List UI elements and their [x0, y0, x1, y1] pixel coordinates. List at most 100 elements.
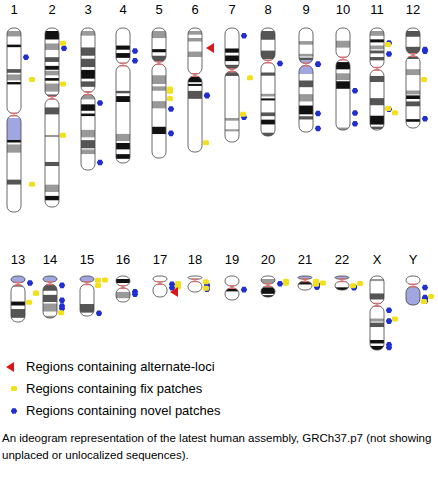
chromosome	[335, 276, 349, 291]
chromosome-number: Y	[409, 253, 418, 267]
chromosome-number: 8	[264, 3, 271, 17]
novel-patch-marker	[59, 283, 65, 289]
chromosome-number: 12	[406, 3, 420, 17]
chromosome-number: 19	[225, 253, 239, 267]
novel-patch-marker	[422, 48, 428, 54]
chromosome	[152, 28, 166, 158]
chromosome	[116, 28, 130, 163]
chromosome	[7, 28, 21, 212]
fix-patch-marker	[95, 283, 101, 288]
fix-patch-marker	[357, 281, 363, 286]
fix-patch-marker	[203, 279, 209, 284]
chromosome	[188, 28, 202, 152]
legend-text: Regions containing alternate-loci	[26, 359, 215, 374]
fix-patch-marker	[247, 75, 253, 80]
novel-patch-marker	[241, 287, 247, 293]
novel-patch-marker	[314, 282, 320, 288]
novel-patch-marker	[61, 45, 67, 51]
fix-patch-marker	[58, 310, 64, 315]
fix-patch-marker	[350, 283, 356, 288]
chromosome	[81, 28, 95, 170]
chromosome-number: 11	[370, 3, 384, 17]
fix-patch-marker	[60, 41, 66, 46]
chromosome	[261, 28, 275, 141]
fix-patch-marker	[392, 317, 398, 322]
novel-patch-marker	[204, 92, 210, 98]
chromosome	[116, 276, 130, 302]
chromosome	[225, 276, 239, 300]
alternate-loci-marker	[6, 362, 14, 372]
fix-patch-marker	[421, 299, 427, 304]
chromosome	[225, 28, 239, 142]
chromosome-number: 1	[10, 3, 17, 17]
novel-patch-marker	[315, 111, 321, 117]
novel-patch-marker	[422, 116, 428, 122]
novel-patch-marker	[169, 282, 175, 288]
fix-patch-marker	[102, 278, 108, 283]
chromosome-number: 10	[336, 3, 350, 17]
chromosome	[188, 276, 202, 292]
novel-patch-marker	[59, 297, 65, 303]
novel-patch-marker	[315, 61, 321, 67]
novel-patch-marker	[23, 54, 29, 60]
fix-patch-marker	[240, 112, 246, 117]
chromosome	[261, 276, 275, 302]
chromosome	[45, 28, 59, 207]
fix-patch-marker	[26, 300, 32, 305]
fix-patch-marker	[421, 77, 427, 82]
fix-patch-marker	[60, 82, 66, 87]
alternate-loci-marker	[206, 43, 214, 53]
novel-patch-marker	[352, 110, 358, 116]
chromosome-number: 14	[43, 253, 57, 267]
chromosome-number: 13	[11, 253, 25, 267]
fix-patch-marker	[283, 279, 289, 284]
fix-patch-marker	[392, 110, 398, 115]
novel-patch-marker	[277, 61, 283, 67]
chromosome	[336, 28, 350, 130]
novel-patch-marker	[386, 307, 392, 313]
novel-patch-marker	[277, 281, 283, 287]
fix-patch-marker	[203, 286, 209, 291]
fix-patch-marker	[313, 282, 319, 287]
chromosome	[299, 28, 313, 132]
chromosome	[370, 28, 384, 130]
novel-patch-marker	[97, 100, 103, 106]
chromosome-number: 7	[228, 3, 235, 17]
chromosome-number: 18	[188, 253, 202, 267]
novel-patch-marker	[351, 284, 357, 290]
chromosome	[43, 276, 57, 321]
chromosome-number: 3	[84, 3, 91, 17]
chromosome	[370, 276, 384, 353]
novel-patch-marker	[422, 299, 428, 305]
novel-patch-marker	[96, 310, 102, 316]
novel-patch-marker	[97, 160, 103, 166]
novel-patch-marker	[352, 88, 358, 94]
novel-patch-marker	[132, 48, 138, 54]
chromosome-number: 4	[119, 3, 126, 17]
chromosome-number: 15	[80, 253, 94, 267]
chromosome-number: 22	[335, 253, 349, 267]
novel-patch-marker	[11, 408, 17, 414]
fix-patch-marker	[60, 133, 66, 138]
fix-patch-marker	[167, 96, 173, 101]
chromosome	[298, 276, 312, 290]
legend-text: Regions containing novel patches	[26, 403, 220, 418]
chromosome	[80, 276, 94, 316]
novel-patch-marker	[132, 291, 138, 297]
chromosome	[406, 28, 420, 128]
novel-patch-marker	[386, 342, 392, 348]
fix-patch-marker	[385, 42, 391, 47]
novel-patch-marker	[386, 106, 392, 112]
novel-patch-marker	[132, 58, 138, 64]
fix-patch-marker	[167, 89, 173, 94]
fix-patch-marker	[428, 294, 434, 299]
chromosome-number: 5	[155, 3, 162, 17]
legend-text: Regions containing fix patches	[26, 381, 202, 396]
novel-patch-marker	[422, 285, 428, 291]
chromosome	[153, 276, 167, 297]
novel-patch-marker	[315, 126, 321, 132]
novel-patch-marker	[352, 121, 358, 127]
novel-patch-marker	[386, 318, 392, 324]
novel-patch-marker	[314, 282, 320, 288]
fix-patch-marker	[33, 291, 39, 296]
